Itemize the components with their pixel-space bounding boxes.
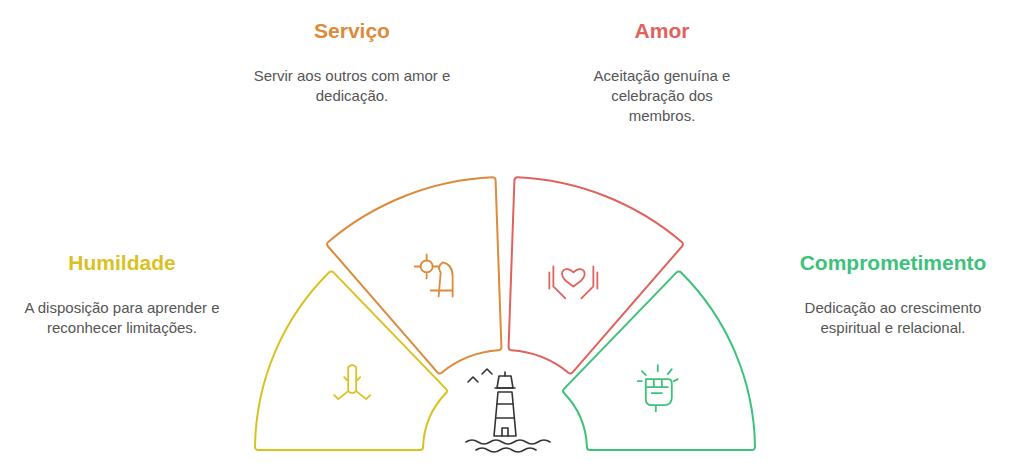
value-card: ServiçoServir aos outros com amor e dedi…: [247, 18, 457, 106]
segment-icon: [549, 266, 597, 298]
value-heading: Serviço: [247, 18, 457, 44]
arc-segment: [327, 177, 501, 373]
value-card: AmorAceitação genuína e celebração dos m…: [577, 18, 747, 126]
value-description: Servir aos outros com amor e dedicação.: [247, 66, 457, 106]
value-description: A disposição para aprender e reconhecer …: [17, 298, 227, 338]
value-description: Dedicação ao crescimento espiritual e re…: [788, 298, 998, 338]
segment-icon: [415, 254, 453, 296]
segment-icon: [638, 365, 678, 411]
value-card: Humildade A disposição para aprender e re…: [17, 250, 227, 338]
value-heading: Amor: [577, 18, 747, 44]
value-heading: Comprometimento: [788, 250, 998, 276]
value-heading: Humildade: [17, 250, 227, 276]
arc-segment: [563, 271, 755, 450]
value-description: Aceitação genuína e celebração dos membr…: [577, 66, 747, 126]
value-card: ComprometimentoDedicação ao crescimento …: [788, 250, 998, 338]
segment-icon: [334, 365, 370, 399]
lighthouse-icon: [466, 369, 550, 452]
